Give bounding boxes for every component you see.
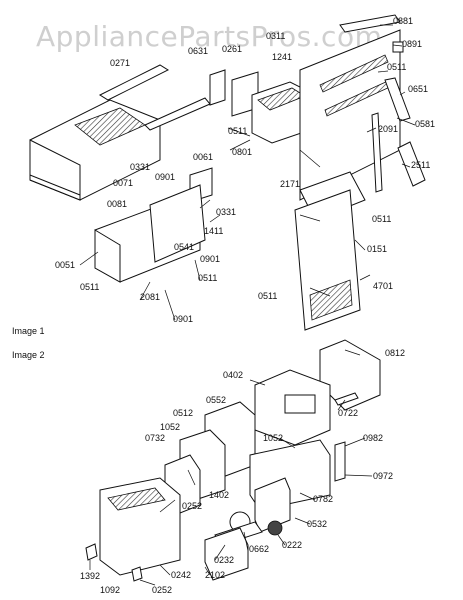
part-label: 0311	[266, 31, 285, 41]
bracket-part-0881	[339, 14, 401, 33]
part-label: 0972	[373, 471, 393, 481]
part-label: 0222	[282, 540, 302, 550]
part-label: 1052	[160, 422, 180, 432]
part-label: 0891	[402, 39, 422, 49]
image2-parts	[85, 339, 381, 582]
part-label: 0151	[367, 244, 387, 254]
ice-bucket-part	[29, 99, 161, 201]
part-label: 2511	[411, 160, 430, 170]
part-label: 0511	[228, 126, 247, 136]
part-label: 0541	[174, 242, 194, 252]
part-label: 2102	[205, 570, 225, 580]
part-label: 0511	[198, 273, 217, 283]
part-label: 1411	[204, 226, 223, 236]
rod-part-1341	[144, 97, 211, 131]
part-label: 0081	[107, 199, 127, 209]
clip-part-0891	[392, 41, 404, 53]
clip-part-1092	[131, 566, 143, 582]
part-label: 0532	[307, 519, 327, 529]
rail-part-0271	[98, 64, 170, 101]
section-title-image2: Image 2	[12, 350, 45, 360]
part-label: 0801	[232, 147, 252, 157]
part-label: 1092	[100, 585, 120, 595]
part-label: 0232	[214, 555, 234, 565]
part-label: 0512	[173, 408, 193, 418]
part-label: 0061	[193, 152, 213, 162]
part-label: 2171	[280, 179, 300, 189]
part-label: 0252	[152, 585, 172, 595]
front-panel-part-0242	[99, 477, 181, 576]
part-label: 2091	[378, 124, 398, 134]
part-label: 0901	[200, 254, 220, 264]
part-label: 2081	[140, 292, 160, 302]
clip-part-1392	[85, 543, 98, 561]
part-label: 4701	[373, 281, 393, 291]
part-label: 0782	[313, 494, 333, 504]
part-label: 0271	[110, 58, 130, 68]
icemaker-part-0311	[251, 81, 311, 144]
part-label: 0812	[385, 348, 405, 358]
part-label: 0662	[249, 544, 269, 554]
part-label: 0402	[223, 370, 243, 380]
bracket-part-0631	[209, 69, 226, 106]
part-label: 0331	[216, 207, 236, 217]
housing-part-0402	[254, 369, 331, 446]
leader-lines	[79, 24, 416, 586]
duct-part-0651	[384, 77, 411, 122]
part-label: 0511	[387, 62, 406, 72]
part-label: 0651	[408, 84, 428, 94]
part-label: 0732	[145, 433, 165, 443]
bar-part-0982	[334, 441, 346, 482]
cover-part-4701	[294, 189, 361, 331]
rod-part-2091	[371, 112, 383, 193]
part-label: 0051	[55, 260, 75, 270]
image1-parts	[29, 14, 426, 331]
watermark-text: AppliancePartsPros.com	[36, 20, 383, 53]
part-label: 0631	[188, 46, 208, 56]
part-label: 0071	[113, 178, 133, 188]
plate-part-0541	[149, 184, 206, 263]
part-label: 0511	[258, 291, 277, 301]
part-label: 0331	[130, 162, 150, 172]
part-label: 0252	[182, 501, 202, 511]
part-label: 0511	[80, 282, 99, 292]
part-label: 1402	[209, 490, 229, 500]
image1-part-labels: 0881 0891 0511 0651 0581 2091 2511 0271 …	[55, 16, 435, 324]
part-label: 0552	[206, 395, 226, 405]
block-part-0532	[254, 477, 291, 533]
section-title-image1: Image 1	[12, 326, 45, 336]
chute-part-2511	[397, 141, 426, 187]
knob-part-0222	[267, 520, 283, 536]
part-label: 0901	[173, 314, 193, 324]
rod-part-0722	[334, 392, 359, 406]
part-label: 1392	[80, 571, 100, 581]
image2-part-labels: 0812 0402 0722 0552 0512 1052 0732 1052 …	[80, 348, 405, 595]
part-label: 1241	[272, 52, 292, 62]
part-label: 0511	[372, 214, 391, 224]
part-label: 1052	[263, 433, 283, 443]
part-label: 0982	[363, 433, 383, 443]
module-part-2102	[204, 527, 249, 581]
part-label: 0581	[415, 119, 435, 129]
part-label: 0901	[155, 172, 175, 182]
part-label: 0722	[338, 408, 358, 418]
part-label: 0242	[171, 570, 191, 580]
part-label: 0881	[393, 16, 413, 26]
part-label: 0261	[222, 44, 242, 54]
